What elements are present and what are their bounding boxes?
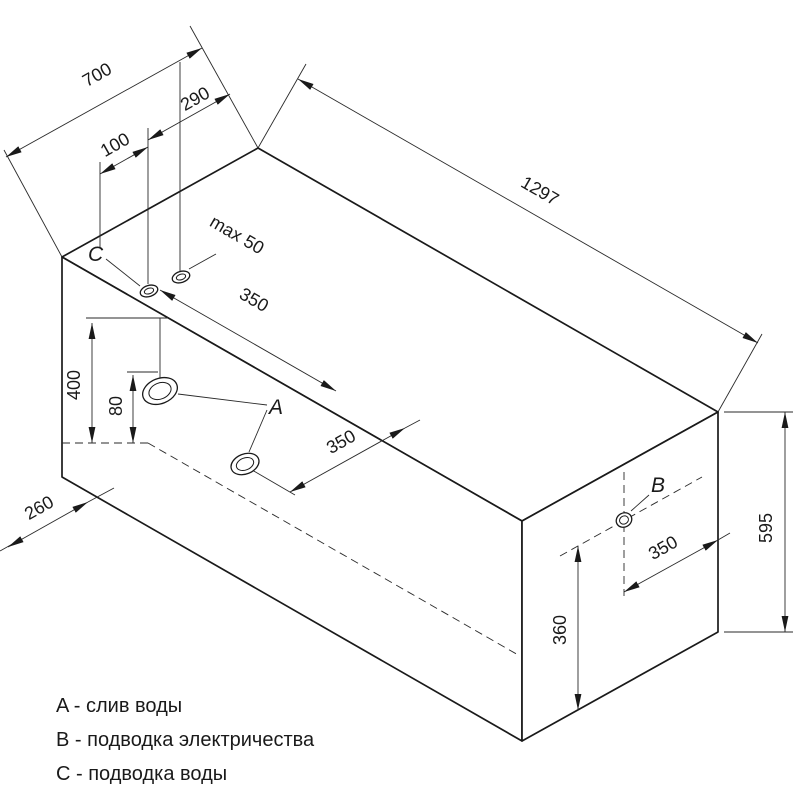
point-labels: A B C xyxy=(88,243,665,497)
dim-line-350-mid xyxy=(289,427,406,493)
floor-dashed-line xyxy=(147,442,521,657)
dim-290-label: 290 xyxy=(177,83,213,115)
drain-hole-2-inner xyxy=(235,456,255,472)
ext-350right-edge xyxy=(717,532,731,541)
dim-80-label: 80 xyxy=(106,396,126,416)
leader-b xyxy=(630,494,650,512)
dim-line-1297 xyxy=(297,78,759,344)
dim-line-700 xyxy=(5,47,203,158)
legend-line-c: C - подводка воды xyxy=(56,763,227,785)
water-hole-2 xyxy=(171,270,191,284)
ext-260-right xyxy=(87,487,115,503)
leader-c xyxy=(105,258,141,287)
water-hole-1 xyxy=(139,284,159,298)
dim-700-label: 700 xyxy=(79,59,115,91)
point-label-c: C xyxy=(88,243,104,266)
dim-line-350-right xyxy=(623,539,719,593)
leader-max50 xyxy=(188,253,217,270)
dim-360-label: 360 xyxy=(550,615,570,645)
dim-line-350-top xyxy=(159,289,337,392)
leader-a-2 xyxy=(248,409,268,453)
leader-a-1 xyxy=(177,393,268,406)
leader-lines xyxy=(105,253,650,512)
extension-lines xyxy=(0,25,793,633)
dim-line-290 xyxy=(147,93,231,141)
dimension-lines xyxy=(5,47,789,710)
legend: A - слив воды B - подводка электричества… xyxy=(56,695,315,785)
legend-line-a: A - слив воды xyxy=(56,695,182,717)
dim-595-label: 595 xyxy=(756,513,776,543)
dim-260-label: 260 xyxy=(21,492,57,524)
dim-line-260 xyxy=(7,501,89,548)
electric-hole-inner xyxy=(619,515,629,525)
dim-1297-label: 1297 xyxy=(518,172,563,209)
ext-back-corner-right xyxy=(257,63,307,149)
ext-right-corner xyxy=(717,333,763,413)
box-outline xyxy=(61,147,719,742)
legend-line-b: B - подводка электричества xyxy=(56,729,315,751)
electric-hole xyxy=(615,512,633,528)
point-label-b: B xyxy=(651,474,665,497)
dim-line-100 xyxy=(99,146,149,175)
dim-400-label: 400 xyxy=(64,370,84,400)
point-label-a: A xyxy=(267,396,283,419)
ext-left-corner xyxy=(3,149,63,258)
water-hole-1-inner xyxy=(143,287,155,295)
box-right-face xyxy=(521,411,719,742)
holes xyxy=(139,270,633,528)
ext-drain2-offset xyxy=(251,469,296,496)
water-hole-2-inner xyxy=(175,273,187,281)
ext-350mid-right xyxy=(404,419,421,429)
dim-100-label: 100 xyxy=(97,129,133,161)
ext-back-corner-left xyxy=(189,25,259,149)
drain-hole-1-inner xyxy=(148,381,172,401)
